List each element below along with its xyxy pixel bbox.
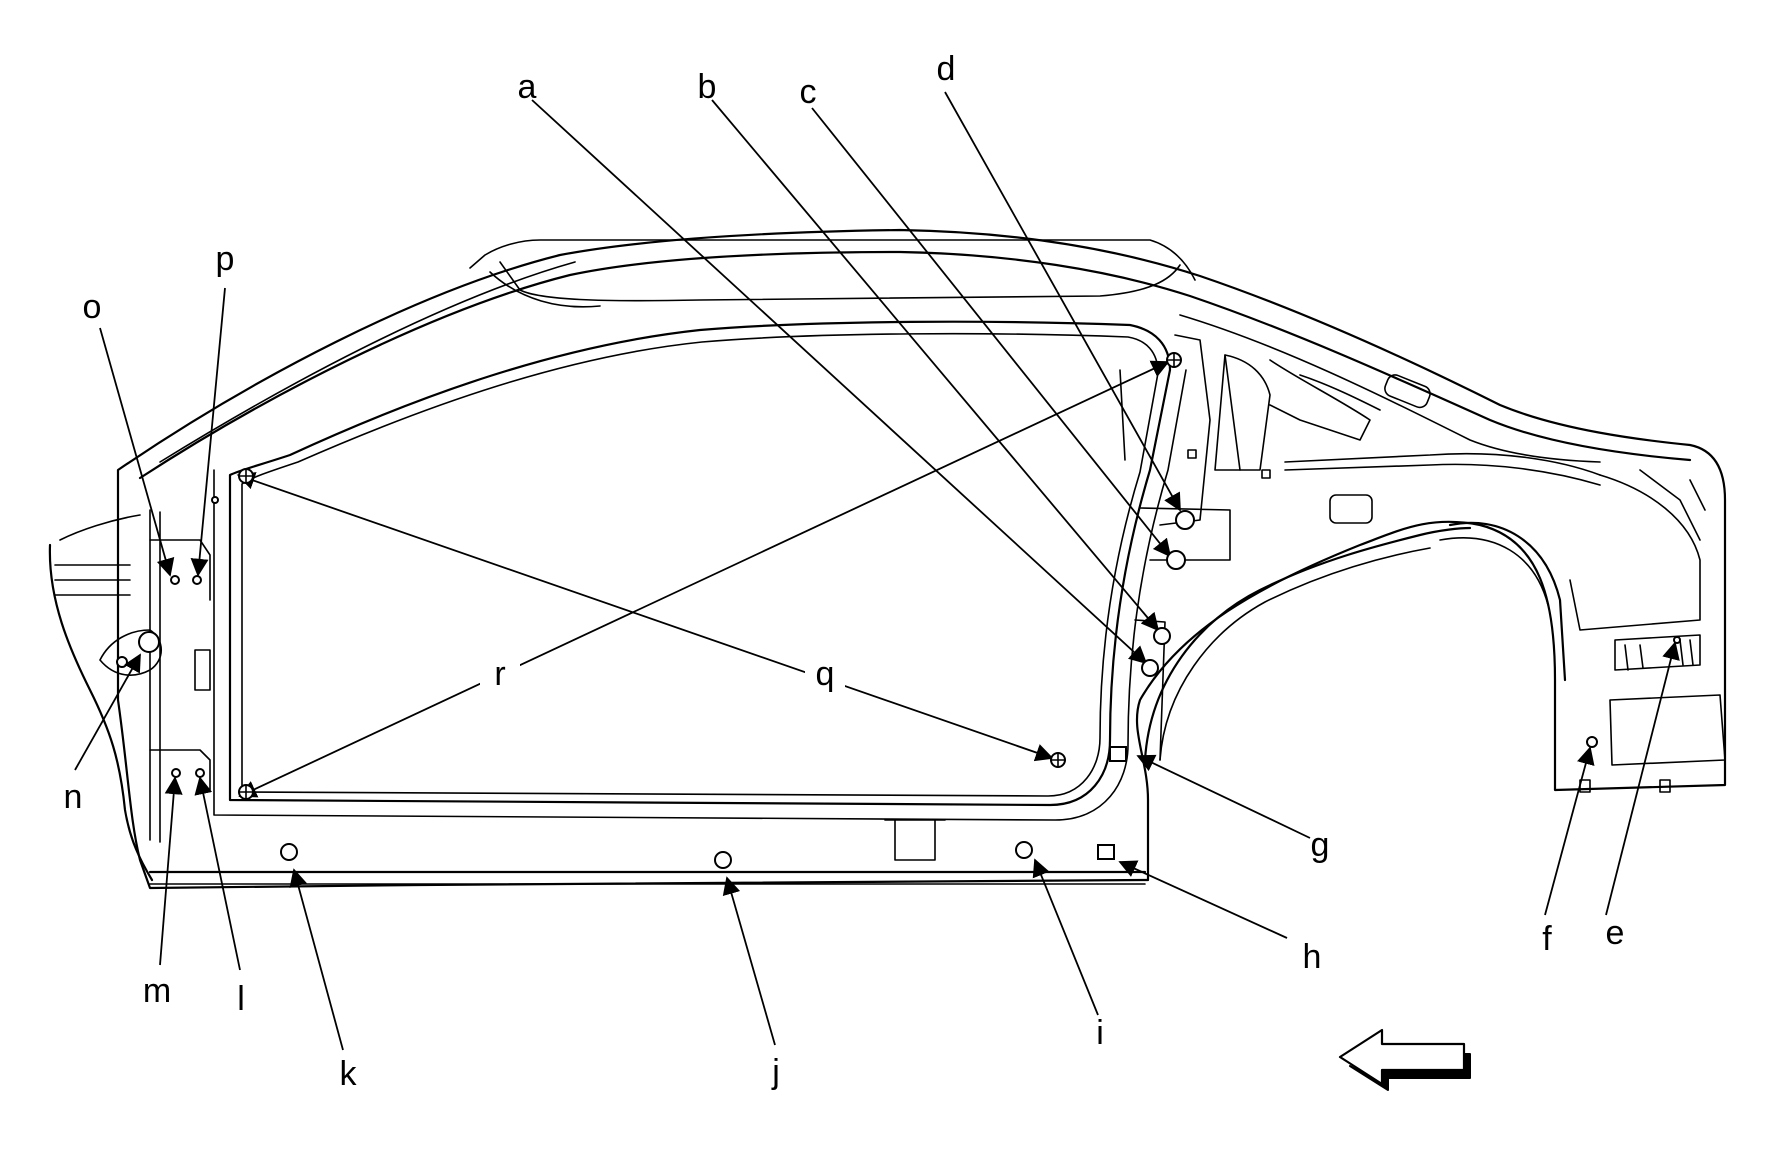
hole-m: [171, 768, 181, 778]
label-m: m: [143, 972, 171, 1010]
label-k: k: [340, 1055, 358, 1093]
hole-k: [280, 843, 298, 861]
hole-i: [1015, 841, 1033, 859]
label-i: i: [1096, 1014, 1104, 1052]
hole-g: [1109, 746, 1127, 762]
hole-l: [195, 768, 205, 778]
label-c: c: [800, 73, 817, 111]
hole-e: [1673, 636, 1681, 644]
label-o: o: [83, 288, 102, 326]
hole-o: [170, 575, 180, 585]
body-side-outline: [116, 228, 1727, 890]
label-n: n: [64, 778, 83, 816]
hole-p: [192, 575, 202, 585]
hole-h: [1097, 844, 1115, 860]
rear-quarter-panel: [1119, 334, 1726, 793]
hole-b: [1153, 627, 1171, 645]
crosshair-q-bottom: [1050, 752, 1066, 768]
crosshair-r-top: [1166, 352, 1182, 368]
left-arrow-icon: [1338, 1028, 1471, 1091]
label-h: h: [1303, 938, 1322, 976]
label-b: b: [698, 68, 717, 106]
callout-labels: a b c d e f g h i j k l m n o p q r: [64, 50, 1625, 1093]
hole-a: [1141, 659, 1159, 677]
label-l: l: [237, 980, 245, 1018]
callout-leaders: [74, 91, 1680, 1051]
crosshair-q-top: [238, 468, 254, 484]
front-hinge-pillar: [48, 509, 211, 882]
label-a: a: [518, 68, 537, 106]
hole-j: [714, 851, 732, 869]
label-g: g: [1311, 826, 1330, 864]
label-q: q: [816, 655, 835, 693]
crosshair-r-bottom: [238, 784, 254, 800]
label-e: e: [1606, 914, 1625, 952]
label-j: j: [771, 1053, 780, 1091]
door-opening-frame: [148, 320, 1187, 885]
holes: [170, 352, 1681, 869]
hole-c: [1166, 550, 1186, 570]
label-d: d: [937, 50, 956, 88]
label-r: r: [494, 655, 505, 693]
label-f: f: [1542, 920, 1552, 958]
hole-f: [1586, 736, 1598, 748]
hole-d: [1175, 510, 1195, 530]
label-p: p: [216, 240, 235, 278]
